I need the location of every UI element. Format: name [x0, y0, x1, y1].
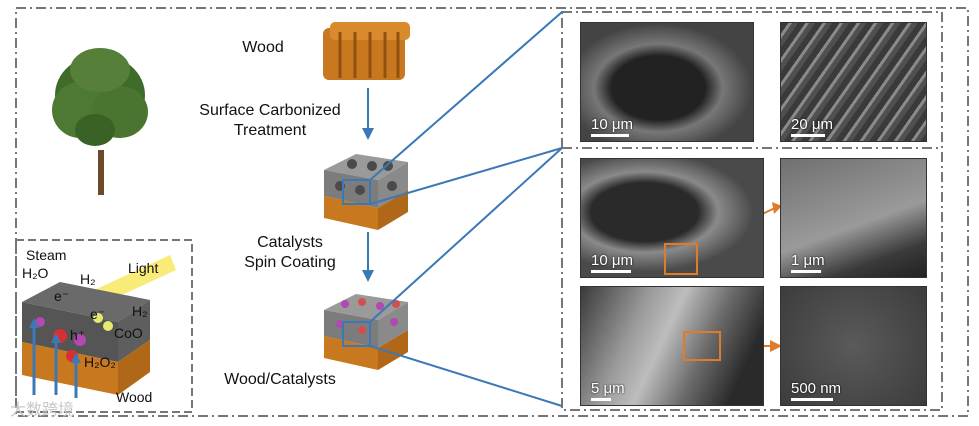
inset-label-h2o: H₂O	[22, 265, 49, 281]
inset-label-steam: Steam	[26, 247, 67, 263]
inset-label-coo: CoO	[114, 325, 143, 341]
scale-bar-5	[591, 398, 611, 401]
inset-label-wood: Wood	[116, 389, 153, 405]
inset-label-h2-2: H₂	[132, 303, 148, 319]
label-treatment: Treatment	[233, 122, 307, 139]
process-arrow-2	[362, 232, 374, 282]
scale-label-2: 20 μm	[791, 116, 833, 133]
inset-label-h2-1: H₂	[80, 271, 96, 287]
scale-bar-1	[591, 134, 629, 137]
inset-label-hole: h⁺	[70, 327, 86, 343]
zoom-line-bottom-2	[369, 345, 563, 407]
highlight-box-1	[664, 243, 698, 275]
sem-image-3: 10 μm	[580, 158, 764, 278]
inset-block-icon	[22, 282, 150, 398]
process-arrow-1	[362, 88, 374, 140]
scale-bar-4	[791, 270, 821, 273]
zoom-arrowhead-orange-2	[770, 340, 782, 352]
label-spin-coating: Spin Coating	[244, 254, 336, 271]
highlight-box-2	[683, 331, 721, 361]
zoom-line-top-1	[369, 11, 563, 181]
sem-image-1: 10 μm	[580, 22, 754, 142]
label-catalysts: Catalysts	[257, 234, 323, 251]
sem-image-4: 1 μm	[780, 158, 927, 278]
zoom-arrowhead-orange-1	[772, 202, 782, 214]
sem-image-6: 500 nm	[780, 286, 927, 406]
scale-bar-3	[591, 270, 631, 273]
inset-label-electron-1: e⁻	[54, 288, 70, 304]
outer-frame	[15, 7, 969, 417]
scale-bar-6	[791, 398, 833, 401]
wood-block-icon	[323, 22, 410, 80]
zoom-line-top-2	[369, 147, 563, 205]
inset-label-light: Light	[128, 260, 159, 276]
scale-label-5: 5 μm	[591, 380, 625, 397]
scale-label-4: 1 μm	[791, 252, 825, 269]
scale-label-1: 10 μm	[591, 116, 633, 133]
sem-image-5: 5 μm	[580, 286, 764, 406]
label-surface-carbonized: Surface Carbonized	[199, 102, 341, 119]
zoom-line-bottom-1	[369, 147, 563, 323]
inset-label-electron-2: e⁻	[90, 306, 106, 322]
scale-label-3: 10 μm	[591, 252, 633, 269]
scale-label-6: 500 nm	[791, 380, 842, 397]
scale-bar-2	[791, 134, 825, 137]
inset-label-h2o2: H₂O₂	[84, 354, 116, 370]
sem-image-2: 20 μm	[780, 22, 927, 142]
micrograph-frame	[561, 11, 943, 411]
inset-frame	[15, 239, 193, 413]
carbonized-block-icon	[324, 154, 408, 230]
tree-icon	[52, 48, 148, 195]
label-wood-catalysts: Wood/Catalysts	[224, 371, 336, 388]
label-wood: Wood	[242, 39, 284, 56]
catalyst-block-icon	[324, 294, 408, 370]
watermark: 大数跨境	[10, 402, 75, 419]
